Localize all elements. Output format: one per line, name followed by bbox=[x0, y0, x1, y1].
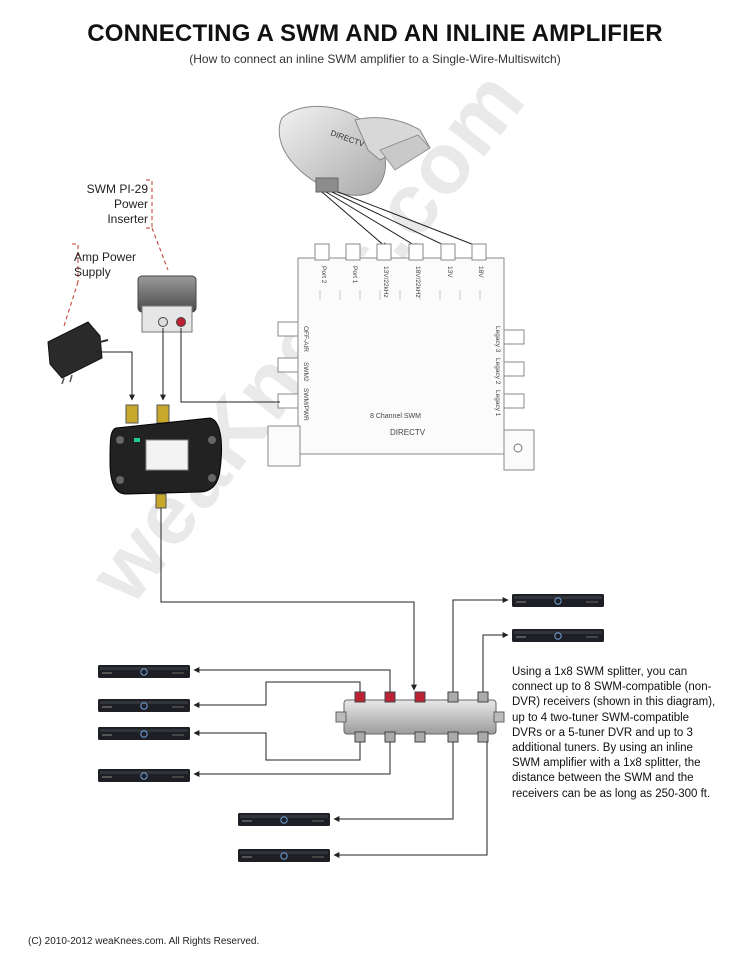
label-line: Inserter bbox=[107, 212, 148, 226]
receiver bbox=[97, 726, 191, 741]
copyright-notice: (C) 2010-2012 weaKnees.com. All Rights R… bbox=[28, 936, 260, 947]
label-line: SWM PI-29 bbox=[86, 182, 148, 196]
swm-port-label: 13V/22kHz bbox=[382, 266, 389, 298]
swm-port-label: SWM2 bbox=[302, 362, 309, 382]
amp-wiring bbox=[96, 328, 417, 691]
swm-port-label: SWM/PWR bbox=[302, 388, 309, 421]
swm-port-label: 18V/22kHz bbox=[414, 266, 421, 298]
swm-port-label: OFF-AIR bbox=[302, 326, 309, 352]
amp-power-supply-label: Amp Power Supply bbox=[74, 250, 144, 280]
page-title: CONNECTING A SWM AND AN INLINE AMPLIFIER bbox=[87, 20, 663, 47]
swm-port-label: Legacy 3 bbox=[494, 326, 501, 353]
receiver-cables bbox=[193, 597, 509, 858]
callout-lines bbox=[63, 179, 169, 327]
page-subtitle: (How to connect an inline SWM amplifier … bbox=[189, 52, 561, 66]
amp-power-adapter bbox=[47, 321, 109, 385]
satellite-dish: DIRECTV bbox=[278, 105, 431, 196]
power-inserter bbox=[137, 275, 197, 333]
label-line: Supply bbox=[74, 265, 111, 279]
dish-cables bbox=[321, 191, 483, 249]
receiver bbox=[511, 628, 605, 643]
inline-amplifier bbox=[109, 404, 223, 509]
receiver bbox=[237, 848, 331, 863]
description-text: Using a 1x8 SWM splitter, you can connec… bbox=[512, 666, 716, 800]
swm-port-label: Legacy 1 bbox=[494, 390, 501, 417]
label-line: Amp Power bbox=[74, 250, 137, 264]
swm-port-label: Port 2 bbox=[320, 266, 327, 284]
label-line: Power bbox=[113, 197, 148, 211]
receiver bbox=[97, 768, 191, 783]
swm-port-label: Legacy 2 bbox=[494, 358, 501, 385]
swm-port-label: 13V bbox=[446, 266, 453, 278]
swm-multiswitch: Port 2 Port 1 13V/22kHz 18V/22kHz 13V 18… bbox=[267, 243, 535, 471]
swm-port-label: 18V bbox=[477, 266, 484, 278]
power-inserter-label: SWM PI-29 Power Inserter bbox=[78, 182, 148, 227]
swm-model-label: 8 Channel SWM bbox=[370, 413, 421, 420]
swm-splitter bbox=[335, 691, 505, 743]
swm-port-label: Port 1 bbox=[351, 266, 358, 284]
receiver bbox=[97, 698, 191, 713]
receiver bbox=[237, 812, 331, 827]
receiver bbox=[97, 664, 191, 679]
swm-brand-label: DIRECTV bbox=[390, 428, 426, 437]
receiver bbox=[511, 593, 605, 608]
